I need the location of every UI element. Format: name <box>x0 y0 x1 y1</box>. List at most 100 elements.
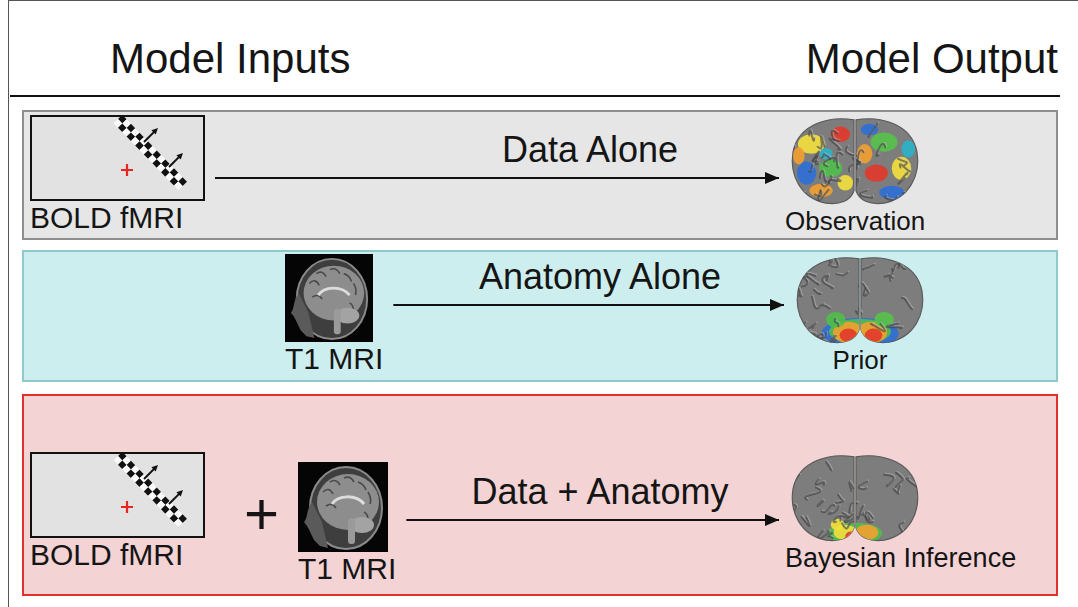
sulcus-line <box>809 165 812 172</box>
sulcus-line <box>884 475 894 487</box>
sulcus-line <box>894 264 906 271</box>
caption: Observation <box>785 207 925 236</box>
sulcus-line <box>830 138 841 149</box>
activation-blob <box>845 531 857 541</box>
brain-surface-image <box>785 115 925 207</box>
mri-background <box>285 254 373 342</box>
checker-square <box>174 181 183 190</box>
motion-arrowhead <box>151 465 158 472</box>
hemisphere <box>856 119 918 204</box>
sulcus-line <box>828 532 832 538</box>
sulcus-line <box>863 513 870 520</box>
sulcus-line <box>902 298 912 309</box>
sulcus-line <box>849 161 860 171</box>
sulcus-line <box>813 152 819 165</box>
caption: Prior <box>790 346 930 375</box>
activation-blob <box>840 329 857 343</box>
sulcus-line <box>786 136 794 148</box>
sulcus-line <box>856 309 862 314</box>
sulcus-line <box>817 334 822 346</box>
sulcus-line <box>857 150 864 169</box>
cortex-surface <box>785 455 922 544</box>
gyrus-highlight <box>904 192 913 201</box>
sulcus-line <box>860 190 872 197</box>
process-arrow <box>406 519 779 521</box>
checker-square <box>174 518 183 527</box>
sulcus-line <box>885 196 897 200</box>
sulcus-line <box>805 323 816 331</box>
sulcus-line <box>815 191 821 196</box>
gyrus-highlight <box>914 455 921 456</box>
process-arrow <box>215 177 779 179</box>
sulcus-line <box>871 324 885 332</box>
gyrus-highlight <box>785 463 794 472</box>
hemisphere <box>856 456 918 541</box>
checkerboard-bar <box>114 452 187 527</box>
activation-blob <box>838 175 853 190</box>
mri-background <box>298 462 388 552</box>
arrow-label-holder: Anatomy Alone <box>479 257 721 297</box>
brainstem <box>348 518 355 544</box>
caption: T1 MRI <box>285 342 383 375</box>
hemisphere <box>792 456 854 541</box>
activation-blob <box>855 525 878 540</box>
sulcus-line <box>849 503 857 513</box>
column-header: Model Output <box>806 36 1058 82</box>
cortex-surface <box>798 255 913 346</box>
arrow-label-holder: Data + Anatomy <box>471 472 728 512</box>
arrow-label: Data + Anatomy <box>471 472 728 512</box>
sulcus-line <box>821 304 830 308</box>
header-rule <box>10 95 1060 97</box>
screen-frame <box>31 453 204 537</box>
sulcus-line <box>899 522 903 535</box>
gyrus-highlight <box>803 191 807 198</box>
brain-map-output: Bayesian Inference <box>785 452 1016 574</box>
sulcus-line <box>822 505 835 513</box>
sulcus-line <box>812 297 820 309</box>
corpus-callosum <box>318 288 349 295</box>
hemisphere <box>792 119 854 204</box>
motion-arrowhead <box>176 490 183 497</box>
sulcus-line <box>802 193 806 200</box>
sulcus-line <box>832 257 838 268</box>
sulcus-line <box>890 276 893 281</box>
anatomy-input: T1 MRI <box>285 254 383 375</box>
t1-mri-image <box>298 462 388 552</box>
arrow-label: Data Alone <box>502 130 678 170</box>
sulcus-line <box>887 323 903 328</box>
activation-blob <box>879 186 904 200</box>
brain-map-output: Prior <box>790 254 930 375</box>
sulcus-line <box>833 516 840 522</box>
sulcus-line <box>863 288 867 296</box>
figure-frame <box>9 1 1078 607</box>
sulcus-line <box>829 259 832 265</box>
sulcus-line <box>898 159 907 166</box>
fixation-cross <box>121 164 133 176</box>
sulcus-line <box>822 154 830 159</box>
activation-blob <box>865 329 882 343</box>
sulci <box>309 269 356 311</box>
plus-sign: + <box>244 484 279 544</box>
sulcus-line <box>836 495 843 503</box>
sulci <box>323 477 371 520</box>
sulcus-line <box>913 456 920 457</box>
activation-blob <box>797 161 816 184</box>
brainstem <box>334 309 341 334</box>
sulcus-line <box>788 456 794 466</box>
stimulus-input: BOLD fMRI <box>30 452 205 571</box>
caption: BOLD fMRI <box>30 538 205 571</box>
label-holder: + <box>244 484 279 544</box>
brain-map-output: Observation <box>785 115 925 236</box>
sulcus-line <box>856 179 859 186</box>
activation-blob <box>892 157 911 180</box>
sulcus-line <box>899 173 908 184</box>
brain-surface-image <box>785 452 925 544</box>
sulcus-line <box>792 475 799 483</box>
activation-blob <box>865 164 888 181</box>
sulcus-line <box>803 322 812 336</box>
sulcus-line <box>824 157 835 166</box>
sulcus-line <box>877 144 886 156</box>
sulcus-line <box>884 269 893 277</box>
caption: BOLD fMRI <box>30 201 205 234</box>
